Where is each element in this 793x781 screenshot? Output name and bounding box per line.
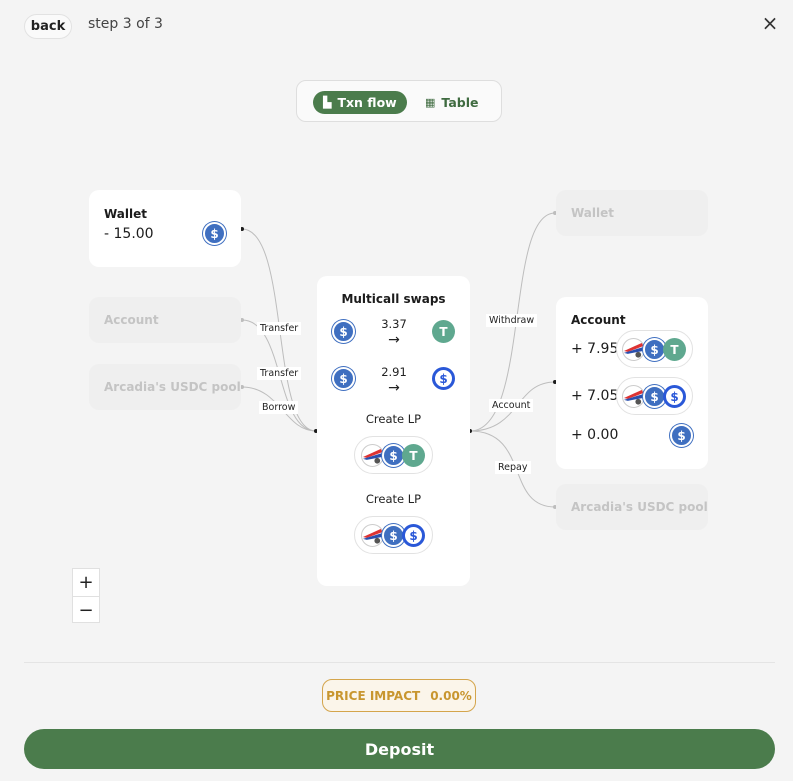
step-indicator: step 3 of 3 <box>88 16 163 32</box>
pool-destination-label: Arcadia's USDC pool <box>571 500 708 514</box>
tab-table-label: Table <box>441 95 479 110</box>
tab-txn-flow-label: Txn flow <box>337 95 397 110</box>
usdc-icon: $ <box>402 524 425 547</box>
usdt-icon: T <box>663 338 686 361</box>
account-title: Account <box>571 313 626 327</box>
edge-label-withdraw: Withdraw <box>486 314 538 327</box>
pool-destination-node: Arcadia's USDC pool <box>556 484 708 530</box>
zoom-out-button[interactable]: − <box>73 596 99 623</box>
wallet-destination-label: Wallet <box>571 206 615 220</box>
create-lp-label: Create LP <box>365 412 422 426</box>
arcadia-logo-icon <box>361 524 384 547</box>
usdc-icon: $ <box>432 367 455 390</box>
account-destination-card: Account + 7.95 $ T + 7.05 $ $ + 0.00 $ <box>556 297 708 469</box>
lp-position-badge: $ T <box>354 436 433 474</box>
chart-icon: ▙ <box>323 96 332 109</box>
price-impact-badge: PRICE IMPACT 0.00% <box>322 679 476 712</box>
usdc-icon: $ <box>382 524 405 547</box>
price-impact-value: 0.00% <box>430 688 472 703</box>
swap2-value: 2.91 <box>381 365 407 379</box>
close-icon[interactable]: × <box>761 11 779 35</box>
usdc-icon: $ <box>670 424 693 447</box>
edge-label-transfer: Transfer <box>257 367 302 380</box>
tab-table[interactable]: ▦ Table <box>415 91 488 114</box>
account-amount: + 7.05 <box>571 388 619 404</box>
view-toggle: ▙ Txn flow ▦ Table <box>296 80 502 122</box>
multicall-swaps-card: Multicall swaps $ 3.37 → T $ 2.91 → $ Cr… <box>317 276 470 586</box>
arcadia-logo-icon <box>622 385 645 408</box>
edge-label-account: Account <box>489 399 534 412</box>
zoom-controls: + − <box>72 568 100 623</box>
wallet-destination-node: Wallet <box>556 190 708 236</box>
usdc-icon: $ <box>663 385 686 408</box>
usdc-icon: $ <box>332 367 355 390</box>
lp-position-badge: $ T <box>616 330 693 368</box>
edge-label-borrow: Borrow <box>259 401 299 414</box>
arcadia-logo-icon <box>361 444 384 467</box>
account-amount: + 0.00 <box>571 427 619 443</box>
usdc-icon: $ <box>203 222 226 245</box>
pool-source-node: Arcadia's USDC pool <box>89 364 241 410</box>
table-icon: ▦ <box>425 96 436 109</box>
deposit-button[interactable]: Deposit <box>24 729 775 769</box>
wallet-source-card: Wallet - 15.00 $ <box>89 190 241 267</box>
account-amount: + 7.95 <box>571 341 619 357</box>
arcadia-logo-icon <box>622 338 645 361</box>
wallet-title: Wallet <box>104 207 148 221</box>
edge-label-repay: Repay <box>495 461 531 474</box>
account-source-node: Account <box>89 297 241 343</box>
back-button[interactable]: back <box>24 14 72 39</box>
lp-position-badge: $ $ <box>354 516 433 554</box>
edge-label-transfer: Transfer <box>257 322 302 335</box>
pool-source-label: Arcadia's USDC pool <box>104 380 241 394</box>
usdc-icon: $ <box>332 320 355 343</box>
swap1-value: 3.37 <box>381 317 407 331</box>
create-lp-label: Create LP <box>365 492 422 506</box>
tab-txn-flow[interactable]: ▙ Txn flow <box>313 91 407 114</box>
divider <box>24 662 775 663</box>
usdt-icon: T <box>432 320 455 343</box>
zoom-in-button[interactable]: + <box>78 572 94 593</box>
arrow-right-icon: → <box>388 332 400 348</box>
lp-position-badge: $ $ <box>616 377 693 415</box>
multicall-title: Multicall swaps <box>341 292 446 306</box>
account-source-label: Account <box>104 313 159 327</box>
wallet-amount: - 15.00 <box>104 226 154 242</box>
arrow-right-icon: → <box>388 380 400 396</box>
price-impact-label: PRICE IMPACT <box>326 688 421 703</box>
usdt-icon: T <box>402 444 425 467</box>
